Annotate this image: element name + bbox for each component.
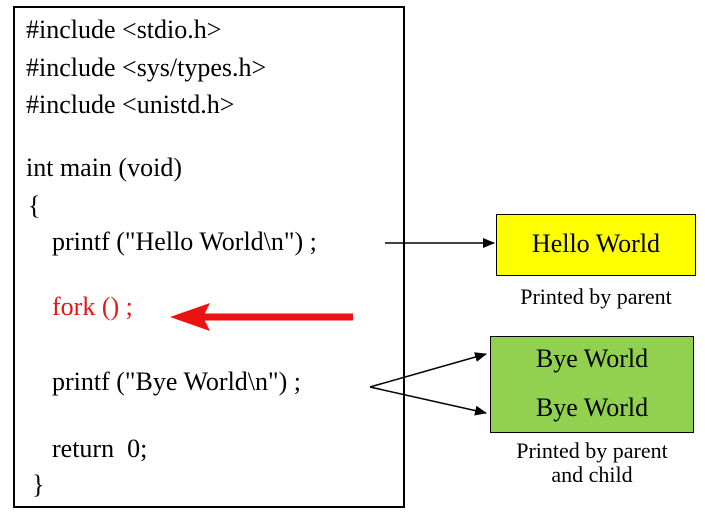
bye-output-line-2: Bye World [535, 393, 649, 422]
code-line-close-brace: } [32, 470, 45, 499]
bye-caption-line-1: Printed by parent [516, 438, 668, 463]
bye-output-box: Bye World Bye World [490, 336, 694, 433]
hello-caption: Printed by parent [520, 284, 672, 309]
bye-caption-line-2: and child [551, 462, 633, 487]
code-listing [13, 6, 405, 508]
code-line-return: return 0; [52, 434, 148, 463]
bye-output-line-1: Bye World [535, 344, 649, 373]
code-line-printf-hello: printf ("Hello World\n") ; [52, 227, 317, 256]
code-line-include-unistd: #include <unistd.h> [26, 90, 235, 119]
code-line-include-stdio: #include <stdio.h> [26, 15, 222, 44]
code-line-fork: fork () ; [52, 292, 133, 321]
code-line-open-brace: { [28, 191, 41, 220]
hello-output-box: Hello World [496, 214, 696, 276]
code-line-int-main: int main (void) [26, 153, 182, 182]
code-line-printf-bye: printf ("Bye World\n") ; [52, 367, 302, 396]
code-line-include-sys-types: #include <sys/types.h> [26, 53, 267, 82]
